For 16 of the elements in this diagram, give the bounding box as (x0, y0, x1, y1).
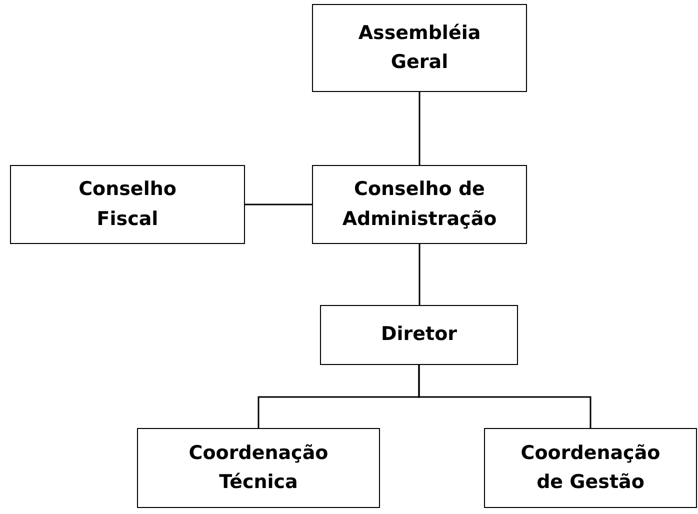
org-box (137, 428, 380, 508)
org-box (484, 428, 697, 508)
box-label: Diretor (380, 322, 458, 348)
box-label: Conselho de Administração (341, 177, 498, 232)
org-box (312, 4, 527, 92)
box-label: Conselho Fiscal (78, 177, 178, 232)
connector-line (418, 92, 420, 165)
box-label: Coordenação de Gestão (520, 440, 660, 495)
connector-line (418, 365, 592, 428)
org-box (320, 305, 518, 365)
org-box (312, 165, 527, 244)
box-label: Coordenação Técnica (188, 440, 328, 495)
connector-line (245, 204, 312, 206)
box-label: Assembléia Geral (357, 20, 482, 75)
connector-line (418, 244, 420, 305)
org-box (10, 165, 245, 244)
